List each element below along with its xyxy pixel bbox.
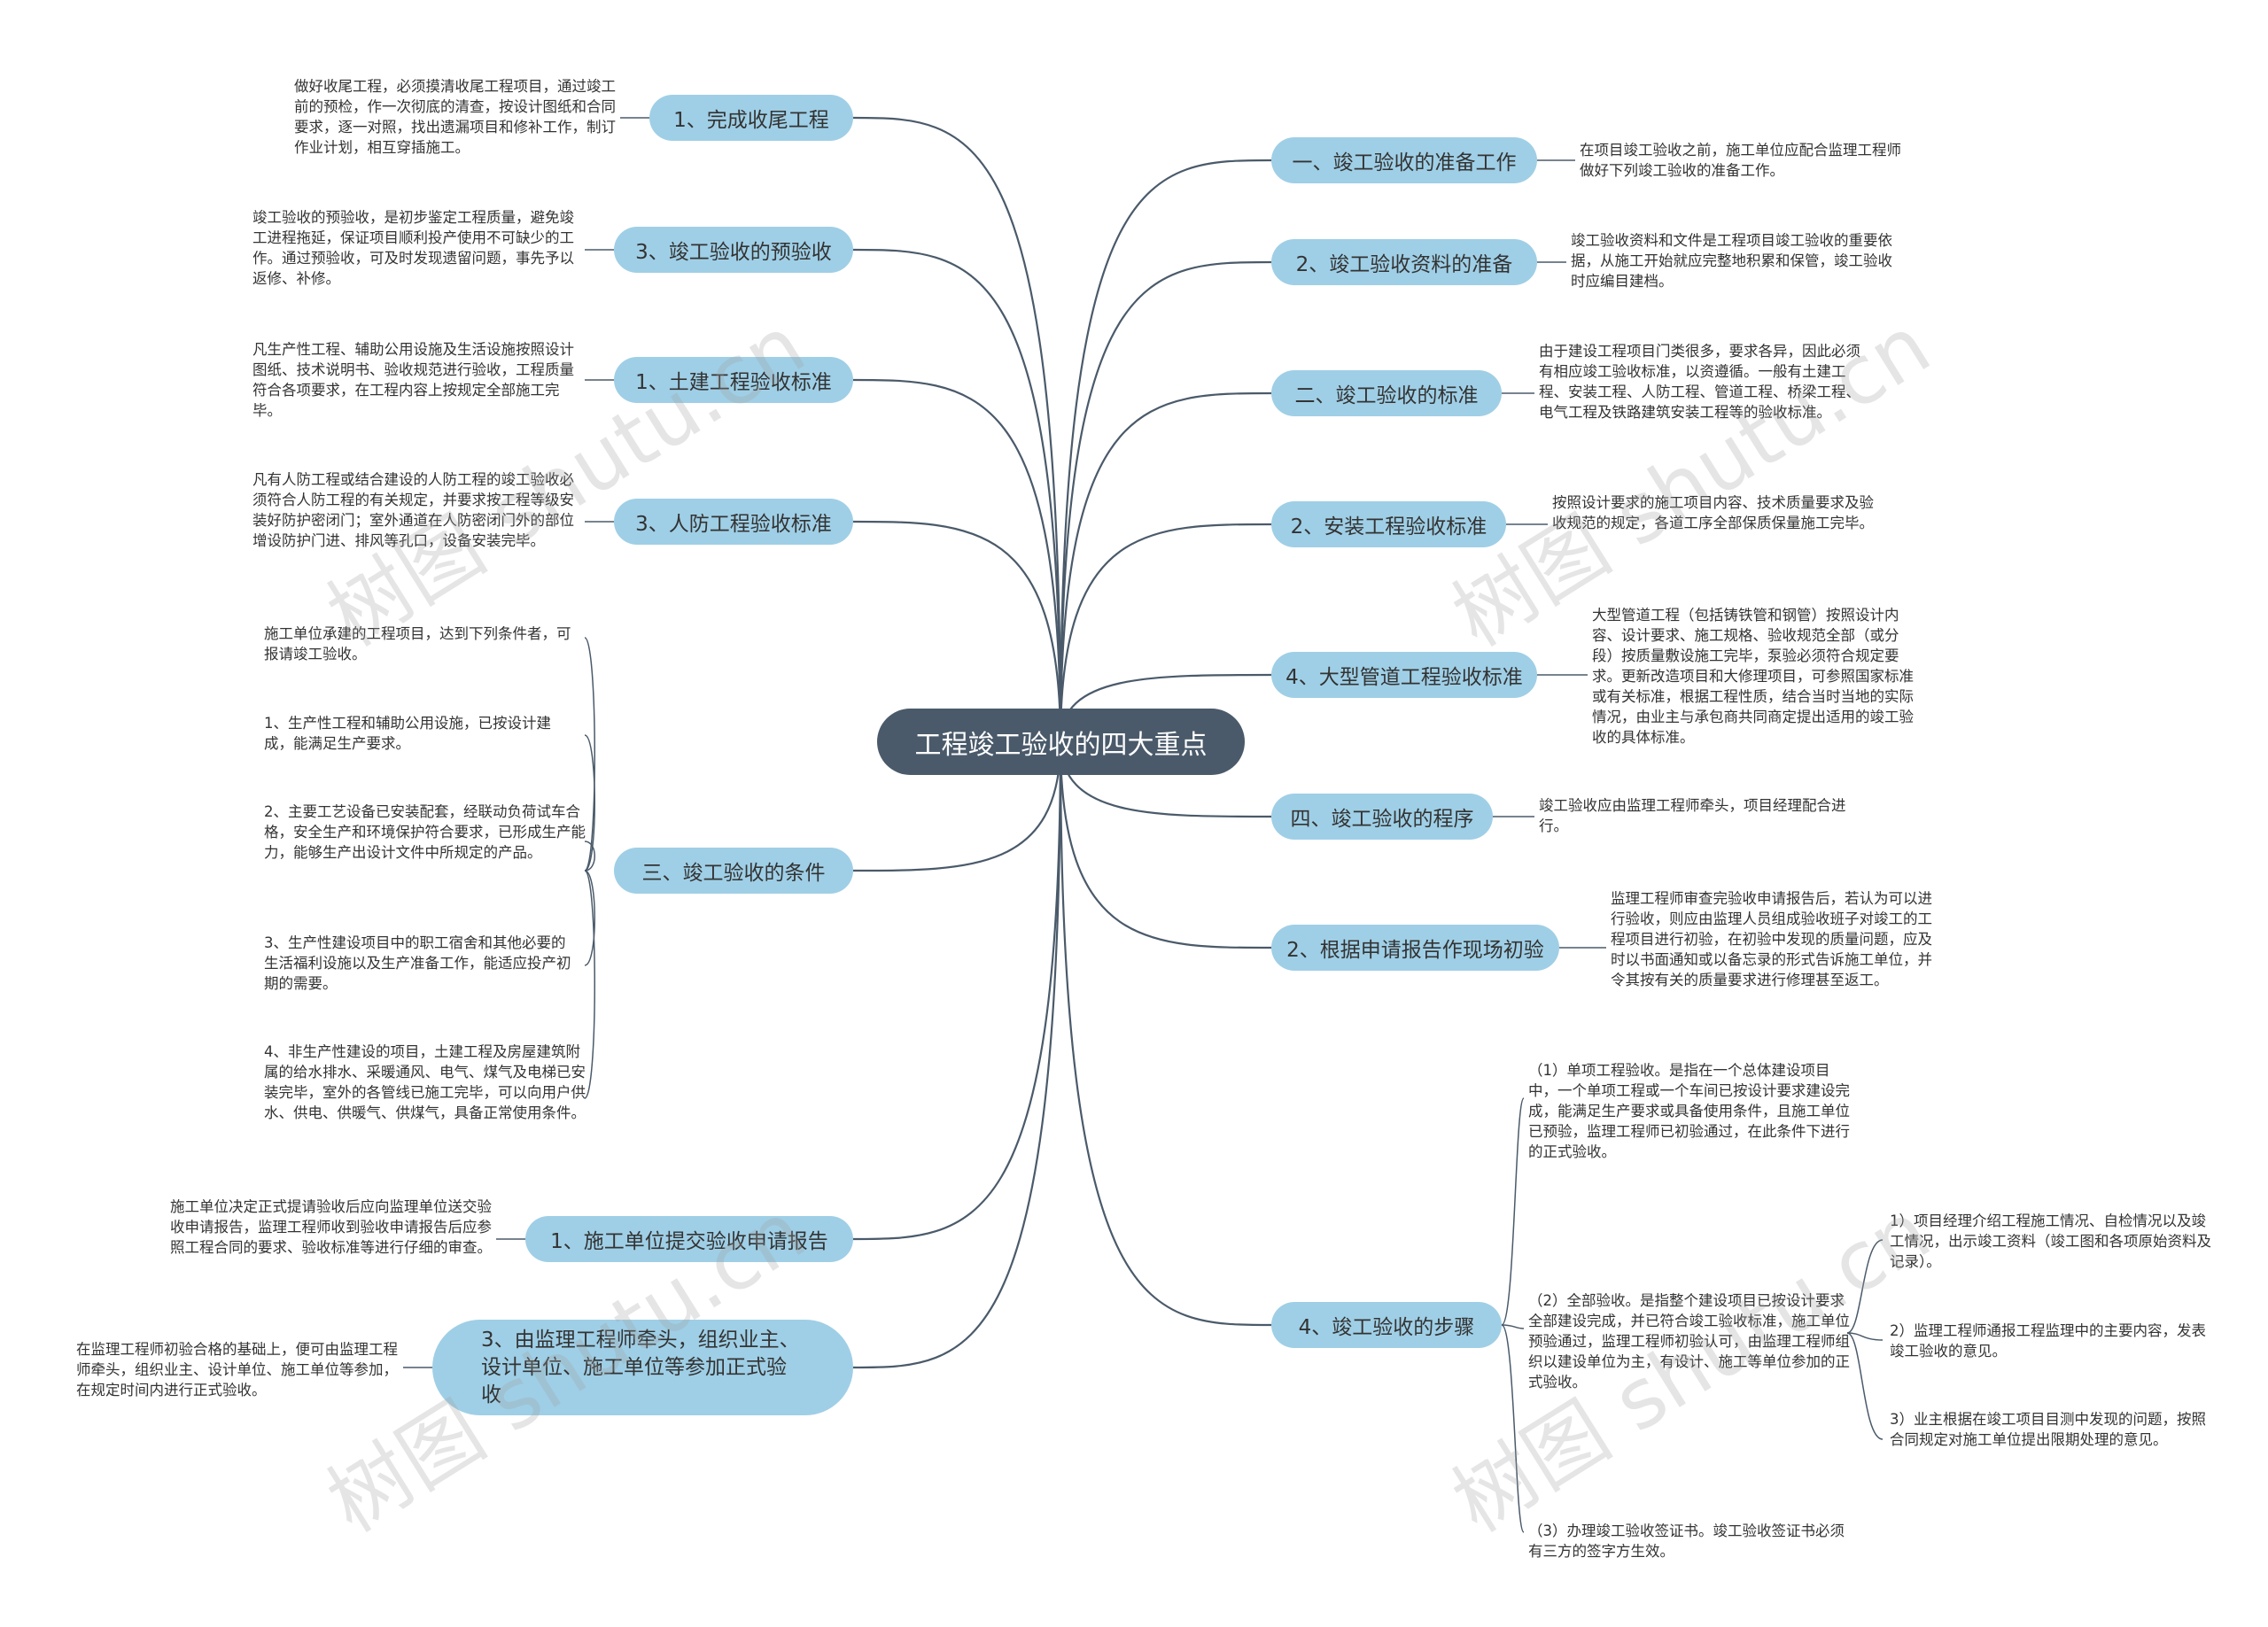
branch-connector	[852, 740, 1062, 1241]
step-full-acceptance: （2）全部验收。是指整个建设项目已按设计要求全部建设完成，并已符合竣工验收标准，…	[1528, 1292, 1850, 1391]
bracket-connector	[584, 734, 595, 872]
branch-connector	[1059, 740, 1272, 1327]
bracket-connector	[1846, 1332, 1884, 1341]
leaf-procedure: 竣工验收应由监理工程师牵头，项目经理配合进行。	[1539, 797, 1846, 834]
branch-pipeline-standard[interactable]: 4、大型管道工程验收标准	[1271, 652, 1537, 698]
branch-civil-defense-standard[interactable]: 3、人防工程验收标准	[614, 499, 853, 545]
bracket-connector	[1501, 1324, 1525, 1533]
leaf-finish-work: 做好收尾工程，必须摸清收尾工程项目，通过竣工前的预检，作一次彻底的清查，按设计图…	[294, 78, 616, 156]
leaf-documents: 竣工验收资料和文件是工程项目竣工验收的重要依据，从施工开始就应完整地积累和保管，…	[1571, 232, 1892, 290]
full-acceptance-item-0: 1）项目经理介绍工程施工情况、自检情况以及竣工情况，出示竣工资料（竣工图和各项原…	[1890, 1213, 2211, 1270]
bracket-connector	[584, 870, 595, 966]
branch-finish-work[interactable]: 1、完成收尾工程	[649, 95, 853, 141]
branch-connector	[852, 116, 1062, 742]
branch-connector	[1059, 391, 1272, 742]
leaf-preparation: 在项目竣工验收之前，施工单位应配合监理工程师做好下列竣工验收的准备工作。	[1580, 142, 1901, 179]
bracket-connector	[584, 841, 595, 872]
branch-pre-acceptance[interactable]: 3、竣工验收的预验收	[614, 227, 853, 273]
bracket-connector	[584, 870, 595, 1099]
branch-connector	[852, 378, 1062, 742]
branch-civil-standard[interactable]: 1、土建工程验收标准	[614, 357, 853, 403]
branch-documents[interactable]: 2、竣工验收资料的准备	[1271, 239, 1537, 285]
leaf-civil-standard: 凡生产性工程、辅助公用设施及生活设施按照设计图纸、技术说明书、验收规范进行验收，…	[252, 341, 574, 419]
branch-connector	[852, 740, 1062, 872]
branch-connector	[852, 248, 1062, 742]
condition-item-4: 4、非生产性建设的项目，土建工程及房屋建筑附属的给水排水、采暖通风、电气、煤气及…	[264, 1043, 586, 1121]
condition-item-2: 2、主要工艺设备已安装配套，经联动负荷试车合格，安全生产和环境保护符合要求，已形…	[264, 803, 586, 861]
leaf-standards: 由于建设工程项目门类很多，要求各异，因此必须有相应竣工验收标准，以资遵循。一般有…	[1539, 343, 1860, 421]
branch-connector	[852, 520, 1062, 742]
condition-item-3: 3、生产性建设项目中的职工宿舍和其他必要的生活福利设施以及生产准备工作，能适应投…	[264, 934, 571, 992]
branch-formal-acceptance[interactable]: 3、由监理工程师牵头，组织业主、设计单位、施工单位等参加正式验收	[432, 1320, 853, 1415]
leaf-pre-acceptance: 竣工验收的预验收，是初步鉴定工程质量，避免竣工进程拖延，保证项目顺利投产使用不可…	[252, 209, 574, 287]
bracket-connector	[1846, 1332, 1884, 1440]
branch-conditions[interactable]: 三、竣工验收的条件	[614, 848, 853, 894]
center-topic[interactable]: 工程竣工验收的四大重点	[877, 709, 1245, 775]
leaf-civil-defense-standard: 凡有人防工程或结合建设的人防工程的竣工验收必须符合人防工程的有关规定，并要求按工…	[252, 471, 574, 549]
condition-item-0: 施工单位承建的工程项目，达到下列条件者，可报请竣工验收。	[264, 625, 571, 662]
leaf-submit-report: 施工单位决定正式提请验收后应向监理单位送交验收申请报告，监理工程师收到验收申请报…	[170, 1198, 492, 1256]
full-acceptance-item-2: 3）业主根据在竣工项目目测中发现的问题，按照合同规定对施工单位提出限期处理的意见…	[1890, 1411, 2206, 1448]
branch-installation-standard[interactable]: 2、安装工程验收标准	[1271, 501, 1506, 547]
branch-connector	[1059, 523, 1272, 742]
leaf-installation-standard: 按照设计要求的施工项目内容、技术质量要求及验收规范的规定，各道工序全部保质保量施…	[1552, 494, 1874, 531]
leaf-initial-inspection: 监理工程师审查完验收申请报告后，若认为可以进行验收，则应由监理人员组成验收班子对…	[1611, 890, 1932, 988]
branch-initial-inspection[interactable]: 2、根据申请报告作现场初验	[1271, 925, 1559, 971]
step-single-acceptance: （1）单项工程验收。是指在一个总体建设项目中，一个单项工程或一个车间已按设计要求…	[1528, 1062, 1850, 1160]
bracket-connector	[1846, 1239, 1884, 1334]
condition-item-1: 1、生产性工程和辅助公用设施，已按设计建成，能满足生产要求。	[264, 715, 551, 752]
branch-connector	[1059, 260, 1272, 742]
branch-submit-report[interactable]: 1、施工单位提交验收申请报告	[525, 1216, 853, 1262]
leaf-pipeline-standard: 大型管道工程（包括铸铁管和钢管）按照设计内容、设计要求、施工规格、验收规范全部（…	[1592, 607, 1914, 746]
branch-procedure[interactable]: 四、竣工验收的程序	[1271, 794, 1493, 840]
branch-connector	[852, 740, 1062, 1369]
step-sign-certificate: （3）办理竣工验收签证书。竣工验收签证书必须有三方的签字方生效。	[1528, 1522, 1845, 1560]
branch-connector	[1059, 159, 1272, 742]
leaf-formal-acceptance: 在监理工程师初验合格的基础上，便可由监理工程师牵头，组织业主、设计单位、施工单位…	[76, 1341, 398, 1398]
full-acceptance-item-1: 2）监理工程师通报工程监理中的主要内容，发表竣工验收的意见。	[1890, 1322, 2206, 1360]
bracket-connector	[1501, 1324, 1525, 1329]
bracket-connector	[1501, 1097, 1525, 1326]
branch-standards[interactable]: 二、竣工验收的标准	[1271, 370, 1502, 416]
branch-steps[interactable]: 4、竣工验收的步骤	[1271, 1302, 1502, 1348]
bracket-connector	[584, 637, 595, 872]
branch-preparation[interactable]: 一、竣工验收的准备工作	[1271, 137, 1537, 183]
branch-connector	[1059, 740, 1272, 949]
